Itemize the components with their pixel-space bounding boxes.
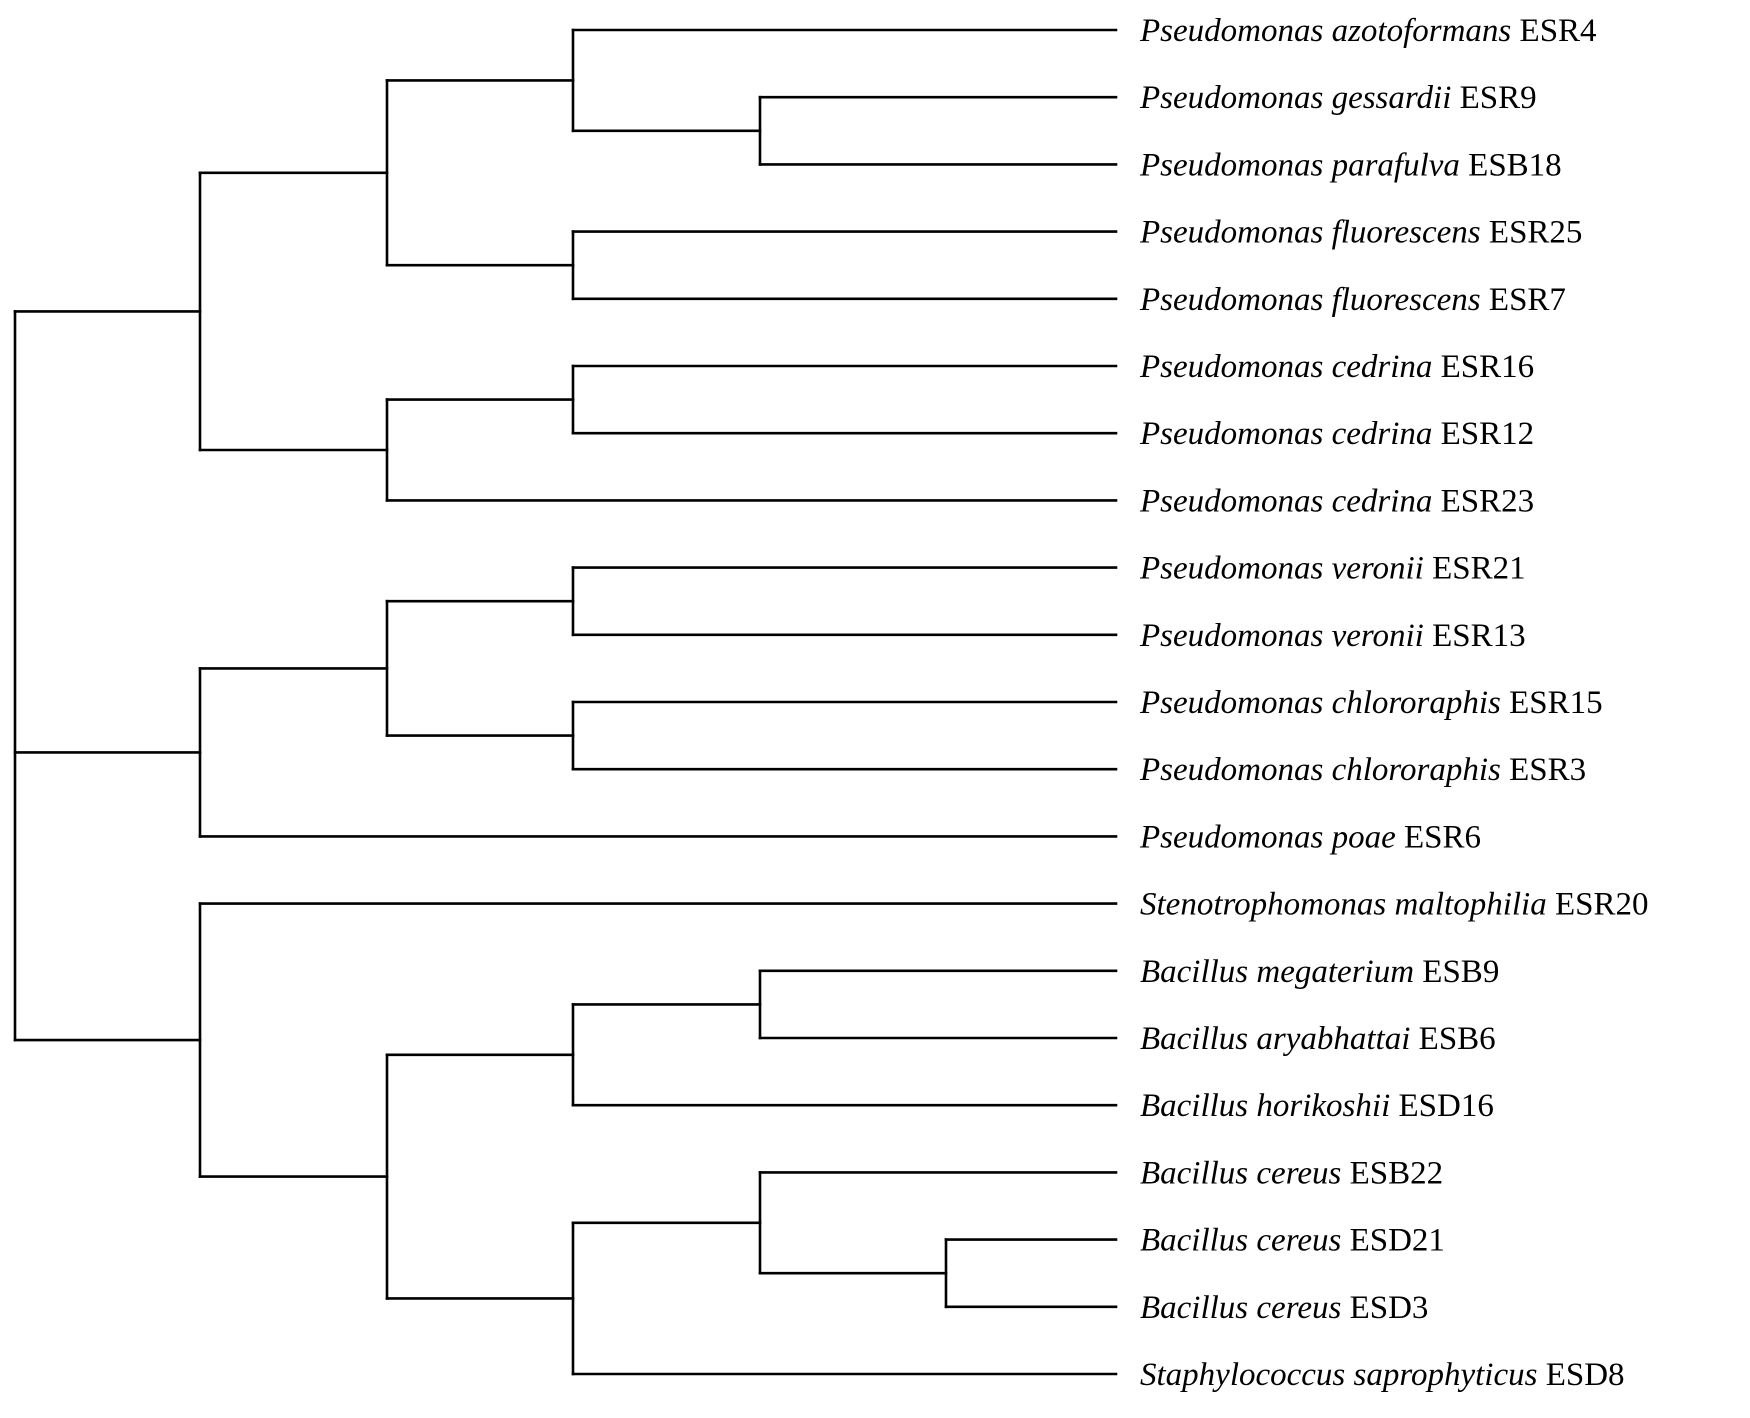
strain-id: ESR21	[1424, 551, 1526, 587]
species-name: Pseudomonas chlororaphis	[1139, 752, 1501, 788]
strain-id: ESB9	[1414, 954, 1499, 990]
strain-id: ESR7	[1481, 282, 1566, 318]
leaf-label: Pseudomonas parafulva ESB18	[1139, 147, 1562, 183]
leaf-label: Staphylococcus saprophyticus ESD8	[1140, 1357, 1625, 1393]
species-name: Bacillus cereus	[1140, 1223, 1341, 1259]
species-name: Pseudomonas veronii	[1139, 618, 1424, 654]
species-name: Pseudomonas cedrina	[1139, 349, 1432, 385]
leaf-label: Pseudomonas cedrina ESR16	[1139, 349, 1534, 385]
strain-id: ESR9	[1451, 80, 1536, 116]
strain-id: ESR25	[1481, 215, 1583, 251]
strain-id: ESR23	[1432, 483, 1534, 519]
species-name: Bacillus megaterium	[1140, 954, 1414, 990]
leaf-label: Bacillus aryabhattai ESB6	[1140, 1021, 1496, 1057]
species-name: Pseudomonas poae	[1139, 819, 1396, 855]
species-name: Pseudomonas veronii	[1139, 551, 1424, 587]
strain-id: ESR20	[1547, 887, 1649, 923]
strain-id: ESB22	[1341, 1155, 1443, 1191]
leaf-label: Pseudomonas veronii ESR13	[1139, 618, 1526, 654]
species-name: Bacillus horikoshii	[1140, 1088, 1390, 1124]
strain-id: ESR12	[1432, 416, 1534, 452]
strain-id: ESB18	[1460, 147, 1562, 183]
species-name: Pseudomonas parafulva	[1139, 147, 1460, 183]
leaf-label: Bacillus megaterium ESB9	[1140, 954, 1499, 990]
leaf-label: Bacillus horikoshii ESD16	[1140, 1088, 1494, 1124]
strain-id: ESD3	[1341, 1290, 1428, 1326]
leaf-label: Pseudomonas cedrina ESR12	[1139, 416, 1534, 452]
species-name: Bacillus cereus	[1140, 1290, 1341, 1326]
species-name: Staphylococcus saprophyticus	[1140, 1357, 1537, 1393]
leaf-labels: Pseudomonas azotoformans ESR4Pseudomonas…	[1139, 13, 1648, 1393]
species-name: Pseudomonas gessardii	[1139, 80, 1451, 116]
leaf-label: Pseudomonas veronii ESR21	[1139, 551, 1526, 587]
strain-id: ESR15	[1501, 685, 1603, 721]
leaf-label: Bacillus cereus ESD3	[1140, 1290, 1428, 1326]
strain-id: ESD16	[1390, 1088, 1494, 1124]
strain-id: ESR6	[1396, 819, 1481, 855]
leaf-label: Pseudomonas poae ESR6	[1139, 819, 1481, 855]
species-name: Bacillus aryabhattai	[1140, 1021, 1410, 1057]
leaf-label: Bacillus cereus ESD21	[1140, 1223, 1445, 1259]
species-name: Pseudomonas cedrina	[1139, 416, 1432, 452]
species-name: Pseudomonas fluorescens	[1139, 282, 1481, 318]
leaf-label: Bacillus cereus ESB22	[1140, 1155, 1443, 1191]
branch-lines	[13, 28, 1118, 1376]
strain-id: ESD21	[1341, 1223, 1445, 1259]
strain-id: ESD8	[1537, 1357, 1624, 1393]
leaf-label: Pseudomonas chlororaphis ESR15	[1139, 685, 1603, 721]
strain-id: ESR13	[1424, 618, 1526, 654]
strain-id: ESR16	[1432, 349, 1534, 385]
species-name: Bacillus cereus	[1140, 1155, 1341, 1191]
leaf-label: Pseudomonas azotoformans ESR4	[1139, 13, 1597, 49]
species-name: Pseudomonas fluorescens	[1139, 215, 1481, 251]
species-name: Pseudomonas azotoformans	[1139, 13, 1511, 49]
strain-id: ESR4	[1511, 13, 1596, 49]
leaf-label: Pseudomonas fluorescens ESR25	[1139, 215, 1582, 251]
strain-id: ESB6	[1410, 1021, 1495, 1057]
species-name: Pseudomonas chlororaphis	[1139, 685, 1501, 721]
leaf-label: Pseudomonas gessardii ESR9	[1139, 80, 1537, 116]
leaf-label: Pseudomonas cedrina ESR23	[1139, 483, 1534, 519]
species-name: Stenotrophomonas maltophilia	[1140, 887, 1547, 923]
leaf-label: Stenotrophomonas maltophilia ESR20	[1140, 887, 1648, 923]
leaf-label: Pseudomonas chlororaphis ESR3	[1139, 752, 1586, 788]
species-name: Pseudomonas cedrina	[1139, 483, 1432, 519]
leaf-label: Pseudomonas fluorescens ESR7	[1139, 282, 1566, 318]
strain-id: ESR3	[1501, 752, 1586, 788]
